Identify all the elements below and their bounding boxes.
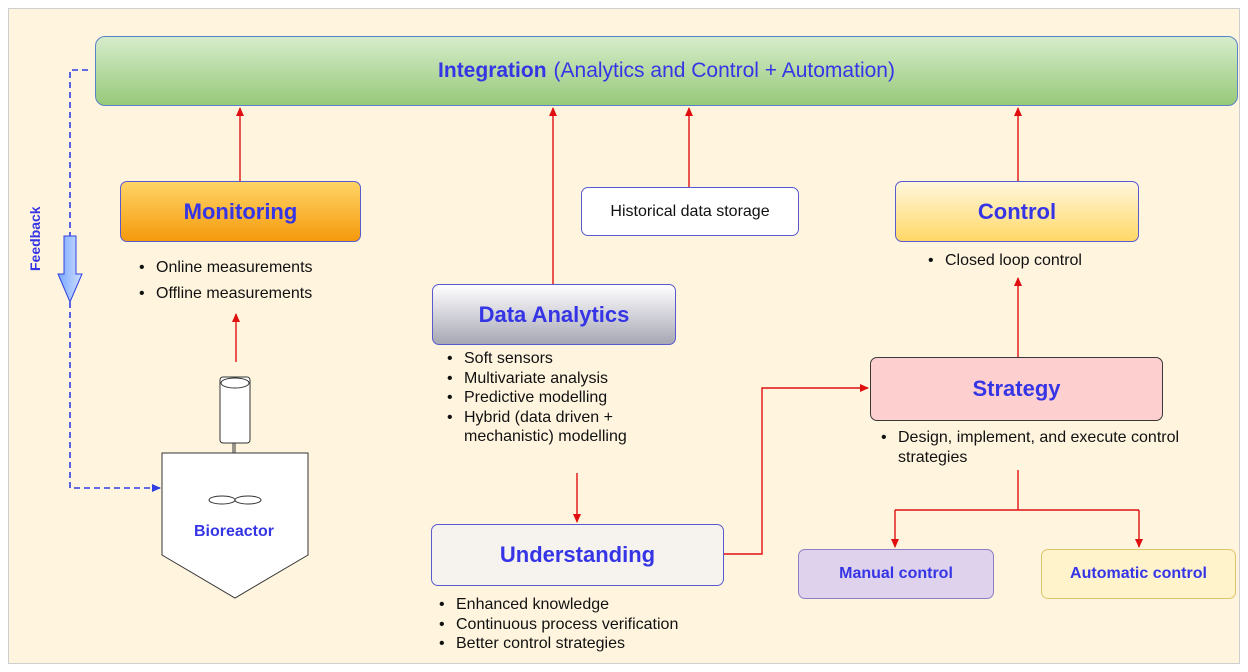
monitoring-item: Online measurements — [139, 255, 312, 281]
historical-data-label: Historical data storage — [610, 202, 770, 220]
integration-title-rest: (Analytics and Control + Automation) — [553, 59, 895, 82]
understanding-item: Better control strategies — [439, 634, 678, 654]
control-list: Closed loop control — [923, 251, 1082, 271]
data-analytics-item: Soft sensors — [447, 349, 699, 369]
strategy-item: Design, implement, and execute control s… — [881, 428, 1198, 467]
data-analytics-item: Hybrid (data driven + mechanistic) model… — [447, 408, 699, 447]
data-analytics-list: Soft sensors Multivariate analysis Predi… — [442, 349, 699, 447]
connector-strategy-branch — [895, 470, 1139, 511]
control-box: Control — [895, 181, 1139, 242]
feedback-arrow-icon — [57, 235, 83, 304]
historical-data-box: Historical data storage — [581, 187, 799, 236]
bioreactor-label: Bioreactor — [193, 523, 275, 540]
monitoring-title: Monitoring — [183, 198, 298, 224]
manual-control-box: Manual control — [798, 549, 994, 599]
feedback-path — [69, 69, 161, 492]
understanding-title: Understanding — [499, 542, 656, 567]
understanding-item: Continuous process verification — [439, 615, 678, 635]
understanding-box: Understanding — [431, 524, 724, 586]
data-analytics-item: Predictive modelling — [447, 388, 699, 408]
automatic-control-label: Automatic control — [1070, 565, 1207, 582]
data-analytics-title: Data Analytics — [478, 301, 630, 327]
understanding-item: Enhanced knowledge — [439, 595, 678, 615]
data-analytics-item: Multivariate analysis — [447, 369, 699, 389]
manual-control-label: Manual control — [839, 565, 953, 582]
monitoring-item: Offline measurements — [139, 281, 313, 307]
monitoring-list: Online measurements Offline measurements — [134, 255, 313, 307]
integration-box: Integration (Analytics and Control + Aut… — [95, 36, 1238, 106]
bioreactor-icon — [161, 376, 309, 599]
strategy-box: Strategy — [870, 357, 1163, 421]
control-item: Closed loop control — [928, 251, 1082, 271]
monitoring-box: Monitoring — [120, 181, 361, 242]
feedback-label: Feedback — [27, 206, 43, 271]
strategy-list: Design, implement, and execute control s… — [876, 428, 1198, 467]
strategy-title: Strategy — [972, 376, 1061, 401]
data-analytics-box: Data Analytics — [432, 284, 676, 345]
automatic-control-box: Automatic control — [1041, 549, 1236, 599]
understanding-list: Enhanced knowledge Continuous process ve… — [434, 595, 678, 654]
integration-title-bold: Integration — [438, 59, 547, 82]
arrow-understanding-to-strategy — [724, 384, 869, 555]
control-title: Control — [977, 198, 1057, 224]
